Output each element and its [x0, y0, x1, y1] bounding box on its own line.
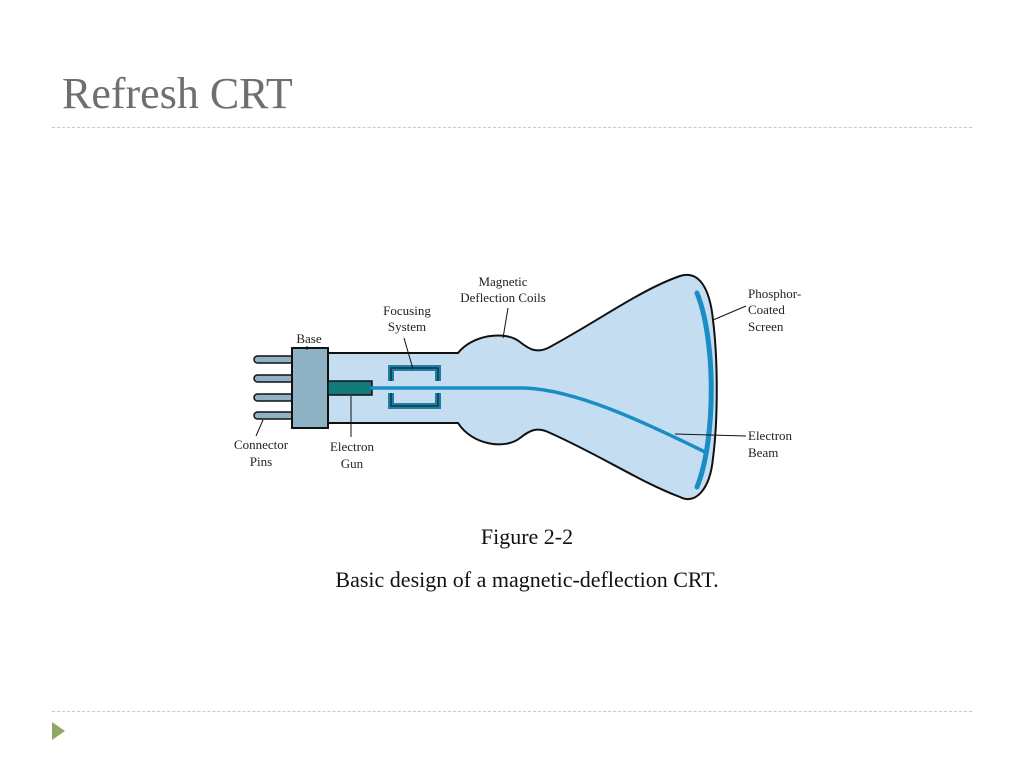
- label-magnetic-line1: Magnetic: [478, 274, 527, 289]
- tube-base: [291, 347, 329, 429]
- connector-pin: [253, 374, 295, 383]
- label-phosphor-line3: Screen: [748, 319, 784, 334]
- focusing-system-bottom-outline: [390, 393, 439, 407]
- connector-pin: [253, 411, 295, 420]
- leader-beam: [674, 433, 747, 437]
- label-phosphor-line1: Phosphor-: [748, 286, 801, 301]
- figure-number: Figure 2-2: [480, 524, 574, 549]
- title-divider: [52, 127, 972, 128]
- label-gun-line1: Electron: [330, 439, 375, 454]
- leader-connector: [255, 419, 264, 437]
- connector-pin: [253, 393, 295, 402]
- electron-gun: [327, 380, 373, 396]
- connector-pin: [253, 355, 295, 364]
- leader-focusing: [403, 337, 414, 370]
- label-gun-line2: Gun: [341, 456, 364, 471]
- electron-beam: [370, 386, 707, 454]
- phosphor-screen: [694, 290, 714, 490]
- leader-phosphor: [712, 305, 747, 321]
- label-focusing-line2: System: [388, 319, 426, 334]
- play-triangle-icon: [52, 722, 65, 740]
- label-connector-line2: Pins: [250, 454, 272, 469]
- label-magnetic-line2: Deflection Coils: [460, 290, 546, 305]
- figure-caption: Basic design of a magnetic-deflection CR…: [335, 567, 719, 592]
- label-connector-line1: Connector: [234, 437, 289, 452]
- leader-magnetic: [502, 307, 509, 339]
- connector-pins: [253, 355, 295, 420]
- focusing-system-top-outline: [390, 367, 439, 381]
- label-focusing-line1: Focusing: [383, 303, 431, 318]
- label-base: Base: [296, 331, 322, 346]
- label-beam-line1: Electron: [748, 428, 793, 443]
- slide-title: Refresh CRT: [62, 69, 293, 118]
- label-phosphor-line2: Coated: [748, 302, 785, 317]
- label-beam-line2: Beam: [748, 445, 778, 460]
- footer-divider: [52, 711, 972, 712]
